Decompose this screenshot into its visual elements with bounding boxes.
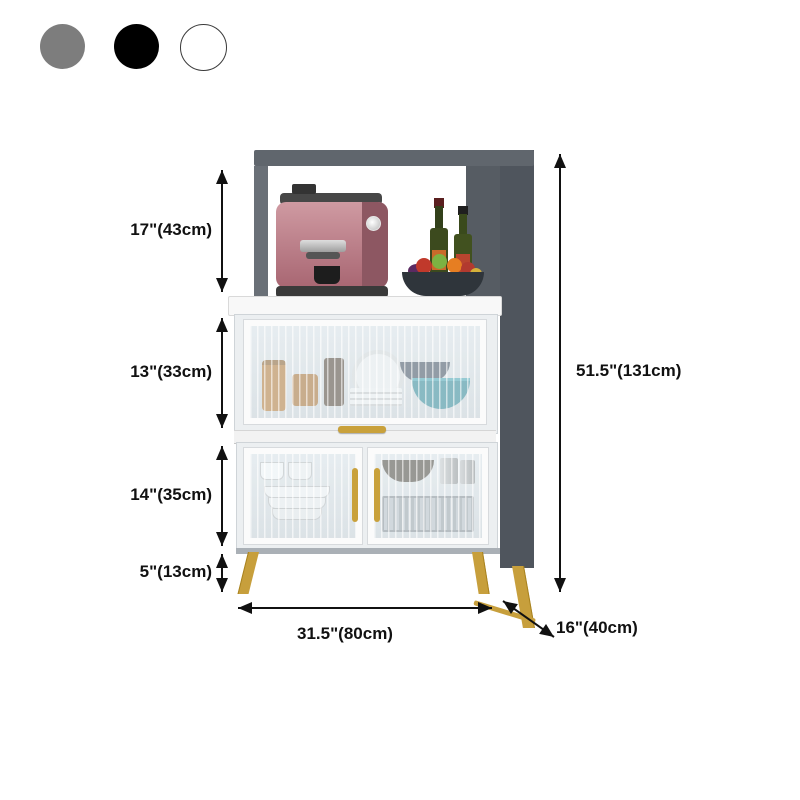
coffee-machine-side — [362, 202, 388, 288]
label-depth: 16"(40cm) — [556, 618, 638, 637]
label-width: 31.5"(80cm) — [297, 624, 393, 643]
label-upper-cabinet-height: 13"(33cm) — [130, 362, 212, 381]
lower-right-door-handle — [374, 468, 380, 522]
hutch-left-post — [254, 166, 268, 298]
leg-front-right — [472, 552, 490, 594]
bottle-cap-icon — [434, 198, 444, 208]
color-swatch-gray[interactable] — [40, 24, 85, 69]
upper-cabinet-glass-door — [244, 320, 486, 424]
coffee-machine-top-cup — [292, 184, 316, 194]
fluted-glass-overlay-left — [250, 454, 356, 538]
fruit-bowl-body — [402, 272, 484, 296]
label-leg-height: 5"(13cm) — [139, 562, 212, 581]
coffee-machine-base — [276, 286, 388, 298]
lower-right-glass-door — [368, 448, 488, 544]
bottle2-cap-icon — [458, 206, 468, 215]
label-lower-cabinet-height: 14"(35cm) — [130, 485, 212, 504]
label-hutch-height: 17"(43cm) — [130, 220, 212, 239]
coffee-cup — [314, 266, 340, 284]
coffee-machine-gauge — [366, 216, 381, 231]
upper-door-handle — [338, 426, 386, 433]
lower-left-glass-door — [244, 448, 362, 544]
hutch-top-bar — [254, 150, 534, 166]
fruit-apple-red — [416, 258, 432, 274]
fruit-apple-green — [432, 254, 447, 269]
cabinet-base-edge — [236, 548, 500, 554]
bottle2-neck — [459, 214, 467, 236]
countertop — [228, 296, 502, 316]
cabinet-side-panel — [500, 150, 534, 568]
coffee-machine-portafilter — [306, 252, 340, 259]
label-overall-height: 51.5"(131cm) — [576, 361, 682, 380]
coffee-machine-group-head — [300, 240, 346, 252]
leg-front-left — [237, 552, 259, 594]
fluted-glass-overlay-right — [374, 454, 482, 538]
lower-left-door-handle — [352, 468, 358, 522]
bottle-neck — [435, 206, 443, 230]
fruit-orange — [447, 258, 462, 273]
fluted-glass-overlay — [250, 326, 480, 418]
color-swatch-white[interactable] — [180, 24, 227, 71]
color-swatch-black[interactable] — [114, 24, 159, 69]
